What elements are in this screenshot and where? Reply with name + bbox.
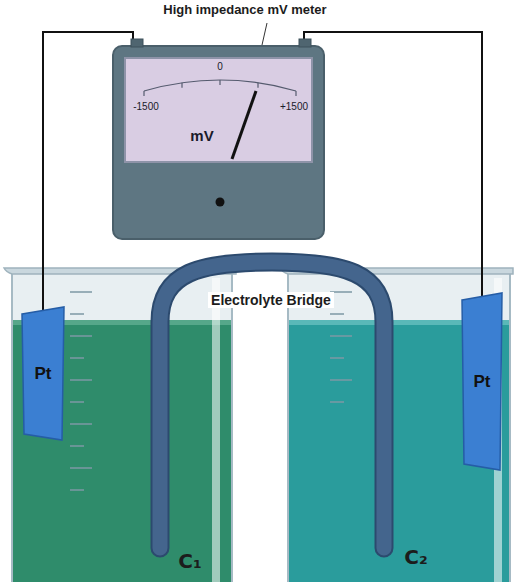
scale-number: 0 (217, 61, 223, 73)
concentration-label: C₁ (178, 550, 201, 573)
meter-needle (232, 91, 256, 159)
platinum-plate (462, 293, 502, 470)
platinum-plate (22, 307, 64, 440)
bridge-label: Electrolyte Bridge (208, 292, 334, 308)
beaker-glass (12, 272, 232, 582)
electrode-label: Pt (474, 372, 491, 392)
meter-scale (144, 80, 296, 91)
scale-tick (181, 83, 182, 88)
left-beaker (4, 268, 236, 582)
scale-number: +1500 (280, 101, 308, 113)
graduation-marks (70, 292, 92, 490)
platinum-electrode: Pt (20, 306, 66, 442)
meter-caption: High impedance mV meter (163, 3, 326, 18)
unit-label: mV (190, 127, 213, 144)
meter-terminal (131, 39, 143, 47)
salt-bridge (160, 262, 384, 548)
meter-pivot (216, 198, 225, 207)
scale-tick (295, 91, 296, 96)
right-beaker (280, 268, 513, 582)
graduation-marks (330, 292, 352, 402)
glass-highlight (212, 278, 220, 582)
scale-number: -1500 (133, 101, 159, 113)
scale-tick (143, 91, 144, 96)
salt-bridge-outline (160, 262, 384, 548)
beaker-glass (288, 272, 510, 582)
meter-face (125, 58, 312, 162)
meter-terminal (299, 39, 311, 47)
leader-line (262, 23, 267, 45)
scale-tick (219, 80, 220, 85)
mv-meter: -1500 0 +1500 mV (112, 45, 325, 240)
electrode-label: Pt (35, 364, 52, 384)
concentration-label: C₂ (404, 546, 427, 569)
platinum-electrode: Pt (460, 292, 504, 472)
meter-face-art (114, 47, 327, 242)
scale-tick (257, 83, 258, 88)
connecting-wire (304, 32, 482, 296)
